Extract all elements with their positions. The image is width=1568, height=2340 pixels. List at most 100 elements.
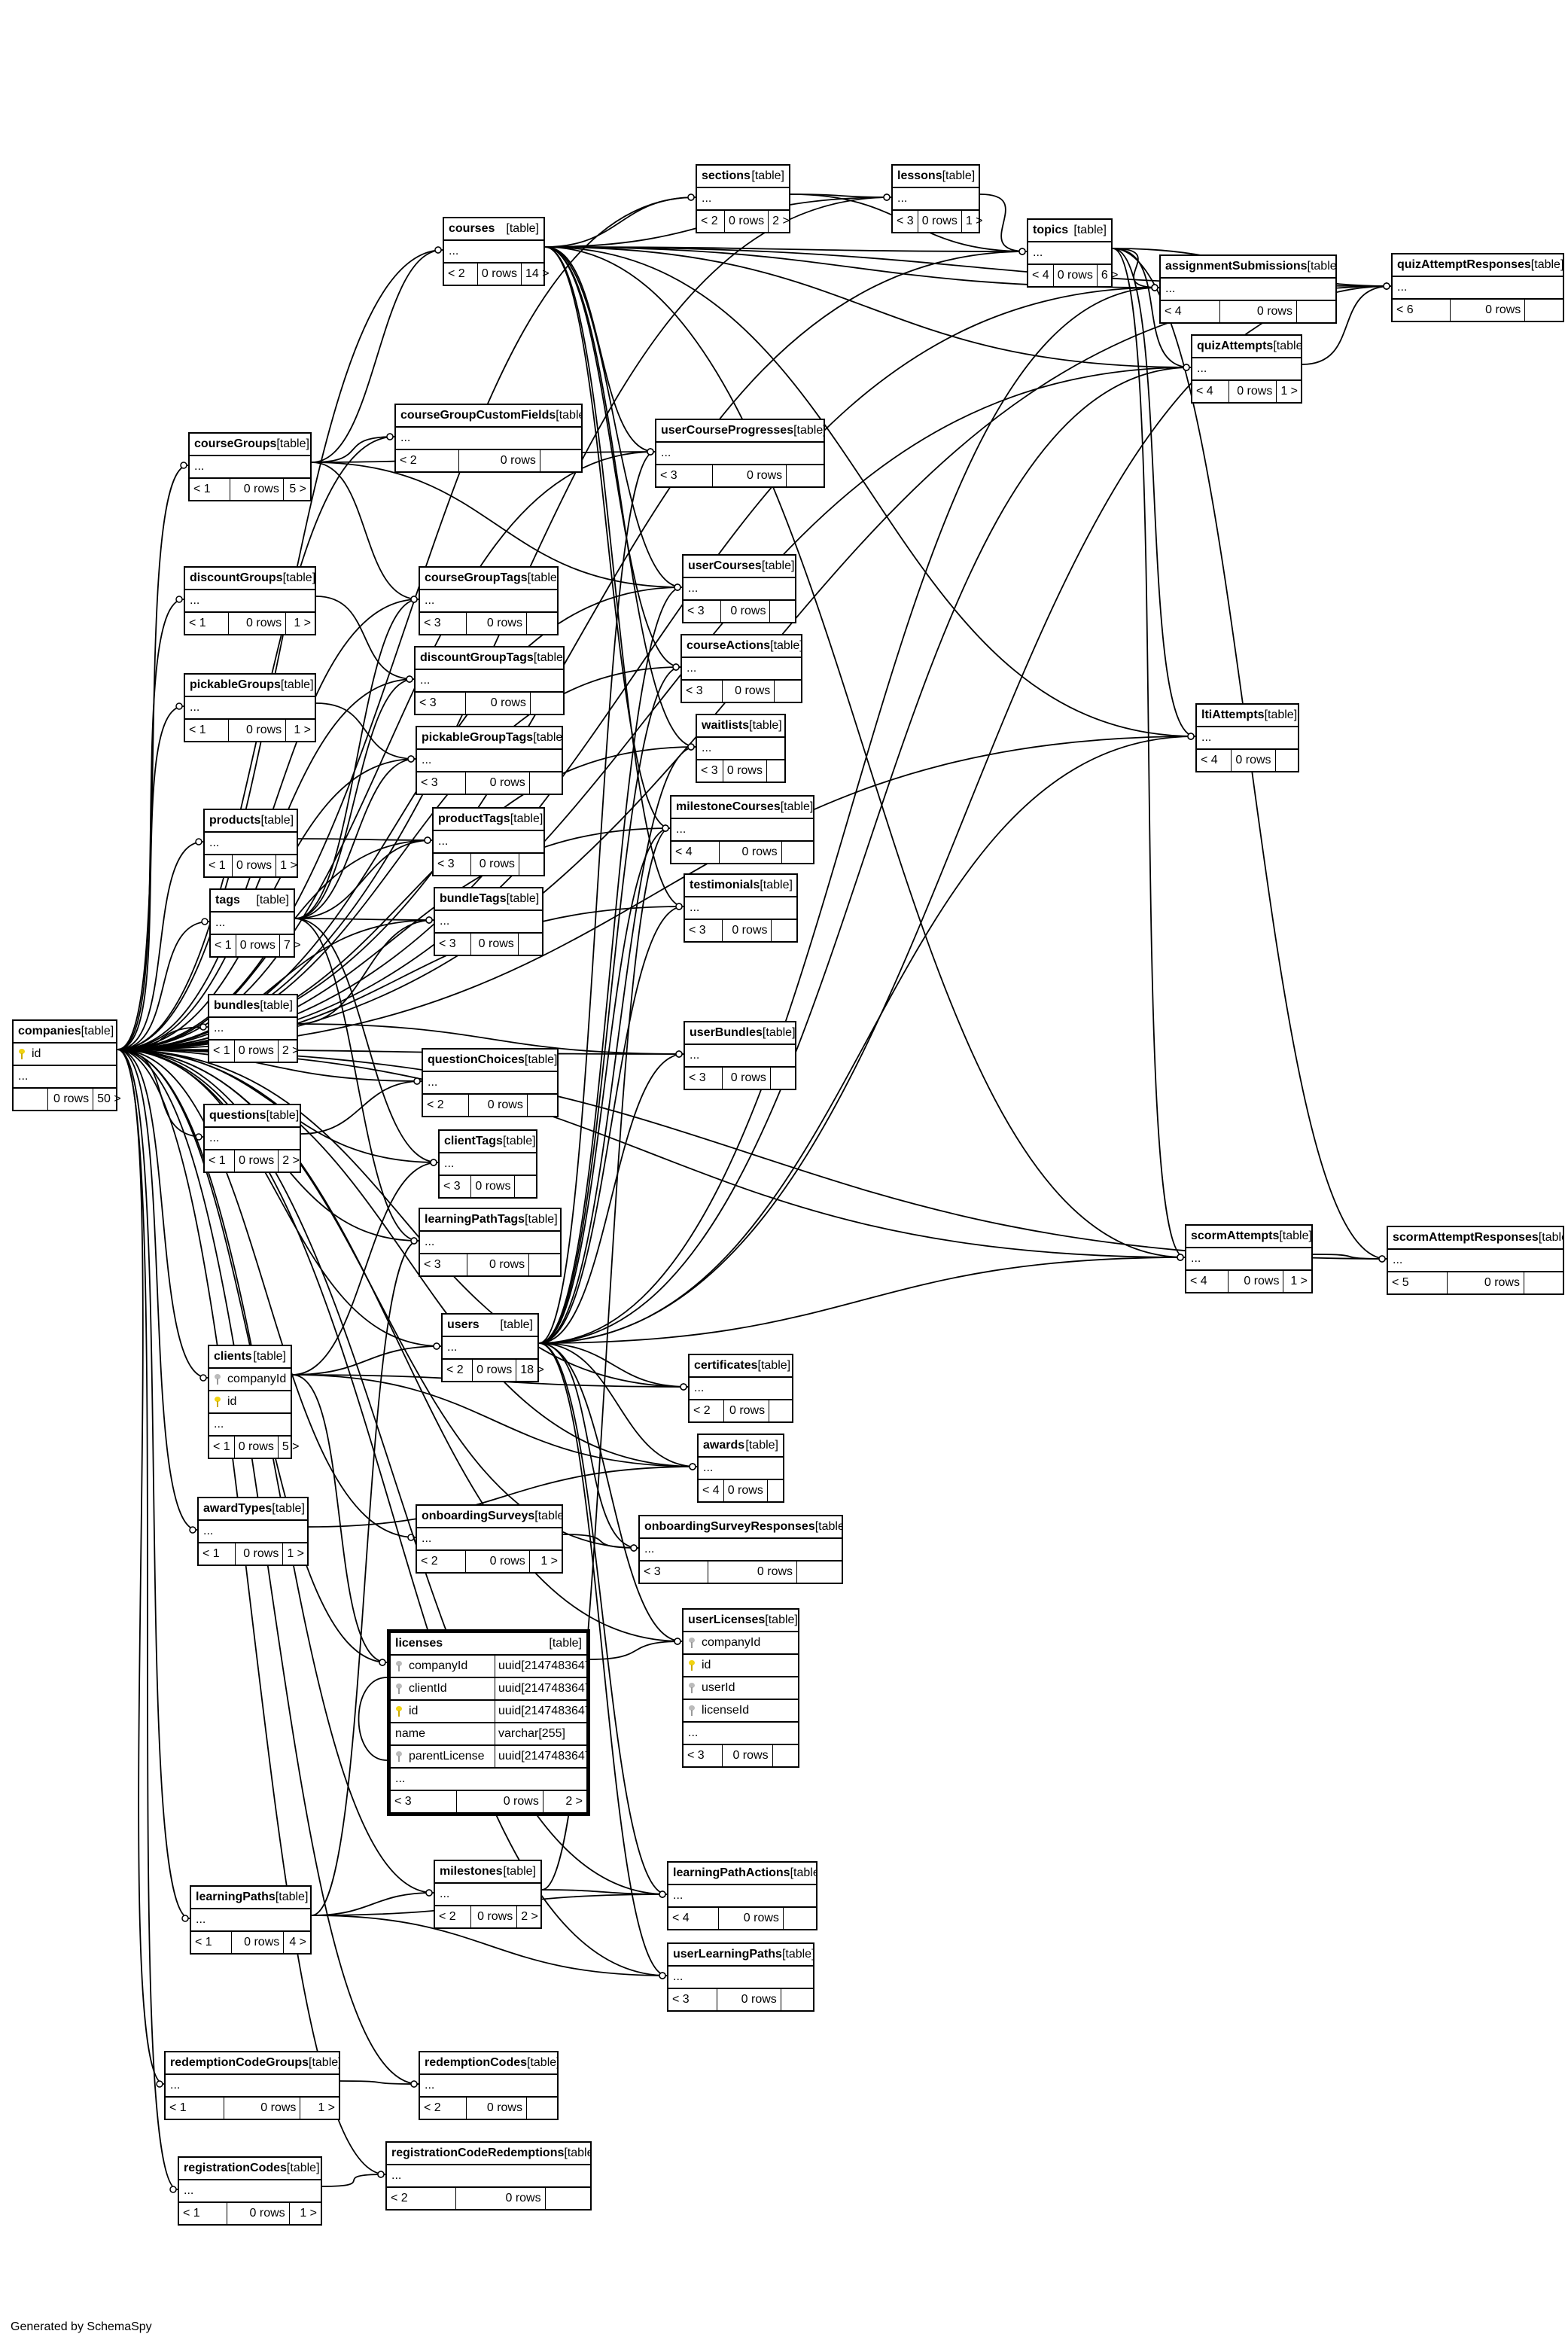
column-row: id xyxy=(209,1391,291,1414)
table-assignmentSubmissions[interactable]: assignmentSubmissions[table]...< 40 rows xyxy=(1159,254,1337,324)
relationship-edge xyxy=(117,367,1192,1050)
crowfoot-marker xyxy=(180,462,187,469)
more-columns: ... xyxy=(684,578,795,601)
table-registrationCodeRedemptions[interactable]: registrationCodeRedemptions[table]...< 2… xyxy=(385,2141,592,2211)
more-columns: ... xyxy=(190,456,310,479)
table-type-label: [table] xyxy=(749,719,782,732)
table-header: clients[table] xyxy=(209,1346,291,1369)
relationship-edge xyxy=(1112,248,1192,368)
primary-key-icon xyxy=(688,1660,696,1671)
table-name: questions xyxy=(209,1109,266,1122)
table-courseGroupCustomFields[interactable]: courseGroupCustomFields[table]...< 20 ro… xyxy=(394,404,583,473)
parent-count: < 4 xyxy=(1161,301,1220,322)
relationship-edge xyxy=(117,705,184,1050)
table-header: courseGroups[table] xyxy=(190,434,310,456)
table-header: registrationCodeRedemptions[table] xyxy=(387,2143,590,2165)
more-columns: ... xyxy=(440,1153,536,1176)
row-count: 0 rows xyxy=(467,613,527,634)
table-name: discountGroupTags xyxy=(420,651,534,664)
child-count xyxy=(546,2188,590,2209)
relationship-edge xyxy=(589,1641,683,1660)
table-scormAttemptResponses[interactable]: scormAttemptResponses[table]...< 50 rows xyxy=(1387,1226,1564,1295)
table-learningPathActions[interactable]: learningPathActions[table]...< 40 rows xyxy=(667,1861,817,1930)
relationship-edge xyxy=(538,736,1196,1344)
table-name: milestones xyxy=(440,1865,503,1878)
table-type-label: [table] xyxy=(1273,340,1301,352)
table-header: scormAttempts[table] xyxy=(1186,1226,1311,1248)
more-columns: ... xyxy=(417,1528,562,1551)
row-count: 0 rows xyxy=(471,854,519,875)
column-name: parentLicense xyxy=(409,1750,485,1763)
relationship-edge xyxy=(117,436,395,1050)
relationship-edge xyxy=(117,1049,209,1379)
crowfoot-marker xyxy=(1183,364,1190,371)
more-columns: ... xyxy=(690,1378,792,1400)
child-count: 1 > xyxy=(1290,1275,1308,1287)
more-columns: ... xyxy=(656,443,824,465)
row-count: 0 rows xyxy=(224,2098,301,2119)
table-discountGroupTags[interactable]: discountGroupTags[table]...< 30 rows xyxy=(414,646,565,715)
table-type-label: [table] xyxy=(266,1109,300,1122)
table-name: products xyxy=(209,814,261,827)
more-columns: ... xyxy=(420,2075,557,2098)
table-onboardingSurveyResponses[interactable]: onboardingSurveyResponses[table]...< 30 … xyxy=(638,1515,843,1584)
more-columns: ... xyxy=(1192,358,1301,381)
row-count: 0 rows xyxy=(466,772,530,794)
row-count: 0 rows xyxy=(1229,1271,1284,1292)
table-header: products[table] xyxy=(205,810,297,833)
table-pickableGroupTags[interactable]: pickableGroupTags[table]...< 30 rows xyxy=(416,726,563,795)
child-count xyxy=(773,1745,798,1766)
more-columns: ... xyxy=(682,658,801,681)
parent-count: < 3 xyxy=(420,613,467,634)
row-count: 0 rows xyxy=(723,1745,773,1766)
